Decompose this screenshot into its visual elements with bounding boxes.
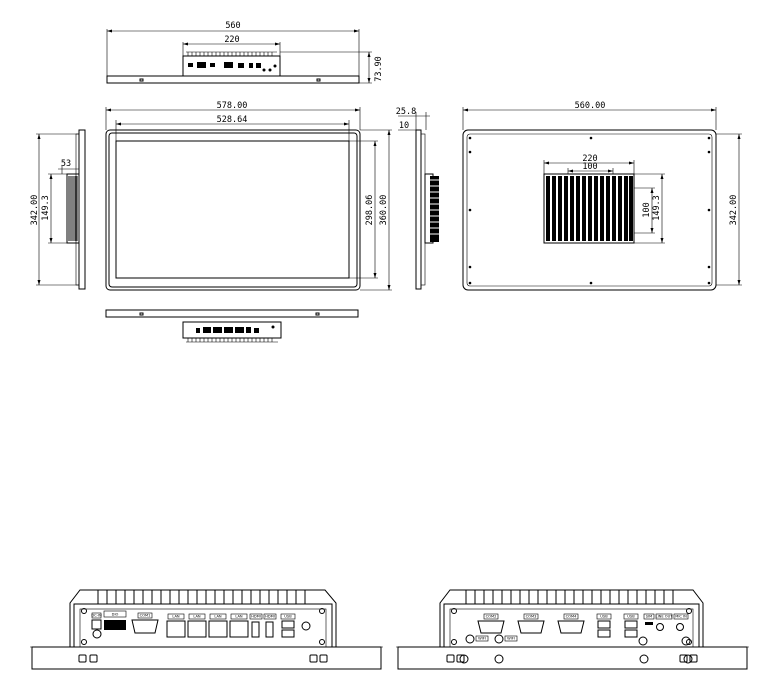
- dim-top-io-width: 220: [224, 35, 239, 45]
- dim-front-screen-width: 528.64: [217, 115, 248, 125]
- dim-top-depth: 73.90: [374, 56, 384, 82]
- dim-side-bezel: 10: [399, 121, 409, 131]
- dim-front-outer-height: 360.00: [379, 195, 389, 226]
- top-view: 560 220 73.90: [106, 21, 384, 84]
- port-label-wifi-2: WIFI: [507, 637, 515, 641]
- top-fins: [187, 52, 273, 56]
- front-view: 578.00 528.64 298.06 360.00 342.00 149.3…: [30, 101, 392, 291]
- port-label-wifi-1: WIFI: [478, 637, 486, 641]
- port-label-com4: COM4: [566, 615, 577, 619]
- side-fins: [430, 176, 439, 242]
- front-fins: [68, 176, 78, 241]
- port-label-hdmi-2: HDMI: [265, 615, 275, 619]
- right-io-panel: COM2 COM3 COM4 USB USB SIM LINE OUT MIC …: [396, 589, 749, 670]
- dim-rear-vesa-height: 100: [642, 202, 652, 217]
- port-label-lan-2: LAN: [193, 615, 201, 619]
- right-fins: [465, 590, 674, 604]
- dim-rear-width: 560.00: [575, 101, 606, 111]
- dim-rear-vesa-width: 100: [582, 162, 597, 172]
- bottom-fins: [187, 338, 273, 342]
- dim-front-bracket-height: 149.3: [41, 195, 51, 221]
- dim-top-width: 560: [225, 21, 240, 31]
- port-label-lan-4: LAN: [235, 615, 243, 619]
- dim-front-outer-width: 578.00: [217, 101, 248, 111]
- port-label-com1: COM1: [140, 614, 151, 618]
- dim-rear-box-width: 220: [582, 154, 597, 164]
- port-label-dc-in: DC-IN: [91, 614, 102, 618]
- port-label-hdmi-1: HDMI: [251, 615, 261, 619]
- port-label-mic-in: MIC IN: [675, 615, 687, 619]
- dim-front-bracket-width: 53: [61, 159, 71, 169]
- port-label-usb: USB: [284, 615, 292, 619]
- dim-front-height: 342.00: [30, 195, 40, 226]
- port-label-lan-1: LAN: [172, 615, 180, 619]
- dim-rear-box-height: 149.3: [652, 195, 662, 221]
- left-fins: [97, 590, 306, 604]
- port-label-lan-3: LAN: [214, 615, 222, 619]
- port-label-line-out: LINE OUT: [656, 615, 674, 619]
- port-label-sim: SIM: [646, 615, 652, 619]
- port-label-usb-1: USB: [600, 615, 608, 619]
- port-label-dio: DIO: [112, 613, 119, 617]
- port-label-usb-2: USB: [627, 615, 635, 619]
- side-view: 25.8 10: [396, 107, 439, 290]
- dim-side-depth: 25.8: [396, 107, 416, 117]
- rear-screws: [468, 136, 711, 285]
- port-label-com3: COM3: [526, 615, 537, 619]
- port-label-com2: COM2: [486, 615, 497, 619]
- dim-rear-height: 342.00: [729, 195, 739, 226]
- dim-front-screen-height: 298.06: [365, 195, 375, 226]
- bottom-view: [105, 309, 359, 343]
- rear-fins: [546, 176, 633, 241]
- left-io-panel: DC-IN DIO COM1 LAN LAN LAN LAN HDMI HDMI…: [30, 589, 383, 670]
- rear-view: 560.00 342.00 220 100 100 149.3: [462, 101, 742, 291]
